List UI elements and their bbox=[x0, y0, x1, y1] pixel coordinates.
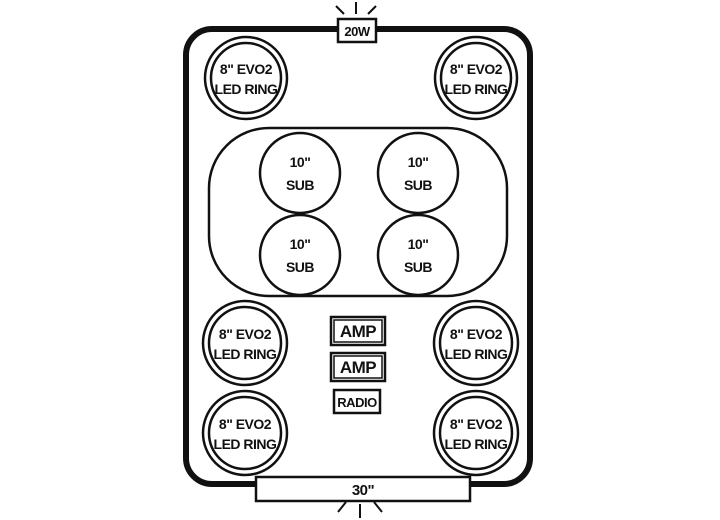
sub-size: 10" bbox=[290, 236, 311, 252]
bottom-spark-lines bbox=[337, 501, 383, 518]
led-ring: 8" EVO2 LED RING bbox=[432, 299, 520, 387]
subwoofer: 10" SUB bbox=[376, 131, 460, 215]
sub-size: 10" bbox=[290, 154, 311, 170]
bottom-label-text: 30" bbox=[352, 482, 375, 499]
radio-label: RADIO bbox=[337, 395, 377, 410]
led-ring-size: 8" EVO2 bbox=[450, 326, 503, 342]
amp-1-label: AMP bbox=[340, 322, 376, 341]
led-ring-size: 8" EVO2 bbox=[219, 326, 272, 342]
amp-2: AMP bbox=[329, 351, 387, 383]
sub-size: 10" bbox=[408, 236, 429, 252]
sub-size: 10" bbox=[408, 154, 429, 170]
subwoofer: 10" SUB bbox=[376, 213, 460, 297]
led-ring-label: LED RING bbox=[445, 436, 509, 452]
led-ring-size: 8" EVO2 bbox=[450, 61, 503, 77]
led-ring: 8" EVO2 LED RING bbox=[201, 299, 289, 387]
led-ring-size: 8" EVO2 bbox=[450, 416, 503, 432]
sub-label: SUB bbox=[286, 177, 314, 193]
amp-1: AMP bbox=[329, 315, 387, 347]
radio: RADIO bbox=[332, 388, 382, 415]
top-width-label: 20W bbox=[336, 17, 378, 44]
led-ring-size: 8" EVO2 bbox=[219, 416, 272, 432]
subwoofer: 10" SUB bbox=[258, 213, 342, 297]
top-label-text: 20W bbox=[344, 24, 370, 39]
led-ring-size: 8" EVO2 bbox=[220, 61, 273, 77]
led-ring: 8" EVO2 LED RING bbox=[432, 389, 520, 477]
led-ring-label: LED RING bbox=[445, 81, 509, 97]
led-ring: 8" EVO2 LED RING bbox=[201, 389, 289, 477]
amp-2-label: AMP bbox=[340, 358, 376, 377]
sub-label: SUB bbox=[286, 259, 314, 275]
sub-chamber bbox=[207, 126, 509, 298]
sub-label: SUB bbox=[404, 259, 432, 275]
sub-label: SUB bbox=[404, 177, 432, 193]
top-spark-lines bbox=[335, 2, 377, 15]
led-ring-label: LED RING bbox=[214, 436, 278, 452]
led-ring-label: LED RING bbox=[214, 346, 278, 362]
bottom-width-label: 30" bbox=[254, 475, 472, 503]
led-ring-label: LED RING bbox=[445, 346, 509, 362]
led-ring: 8" EVO2 LED RING bbox=[433, 35, 519, 121]
led-ring-label: LED RING bbox=[215, 81, 279, 97]
subwoofer: 10" SUB bbox=[258, 131, 342, 215]
led-ring: 8" EVO2 LED RING bbox=[203, 35, 289, 121]
